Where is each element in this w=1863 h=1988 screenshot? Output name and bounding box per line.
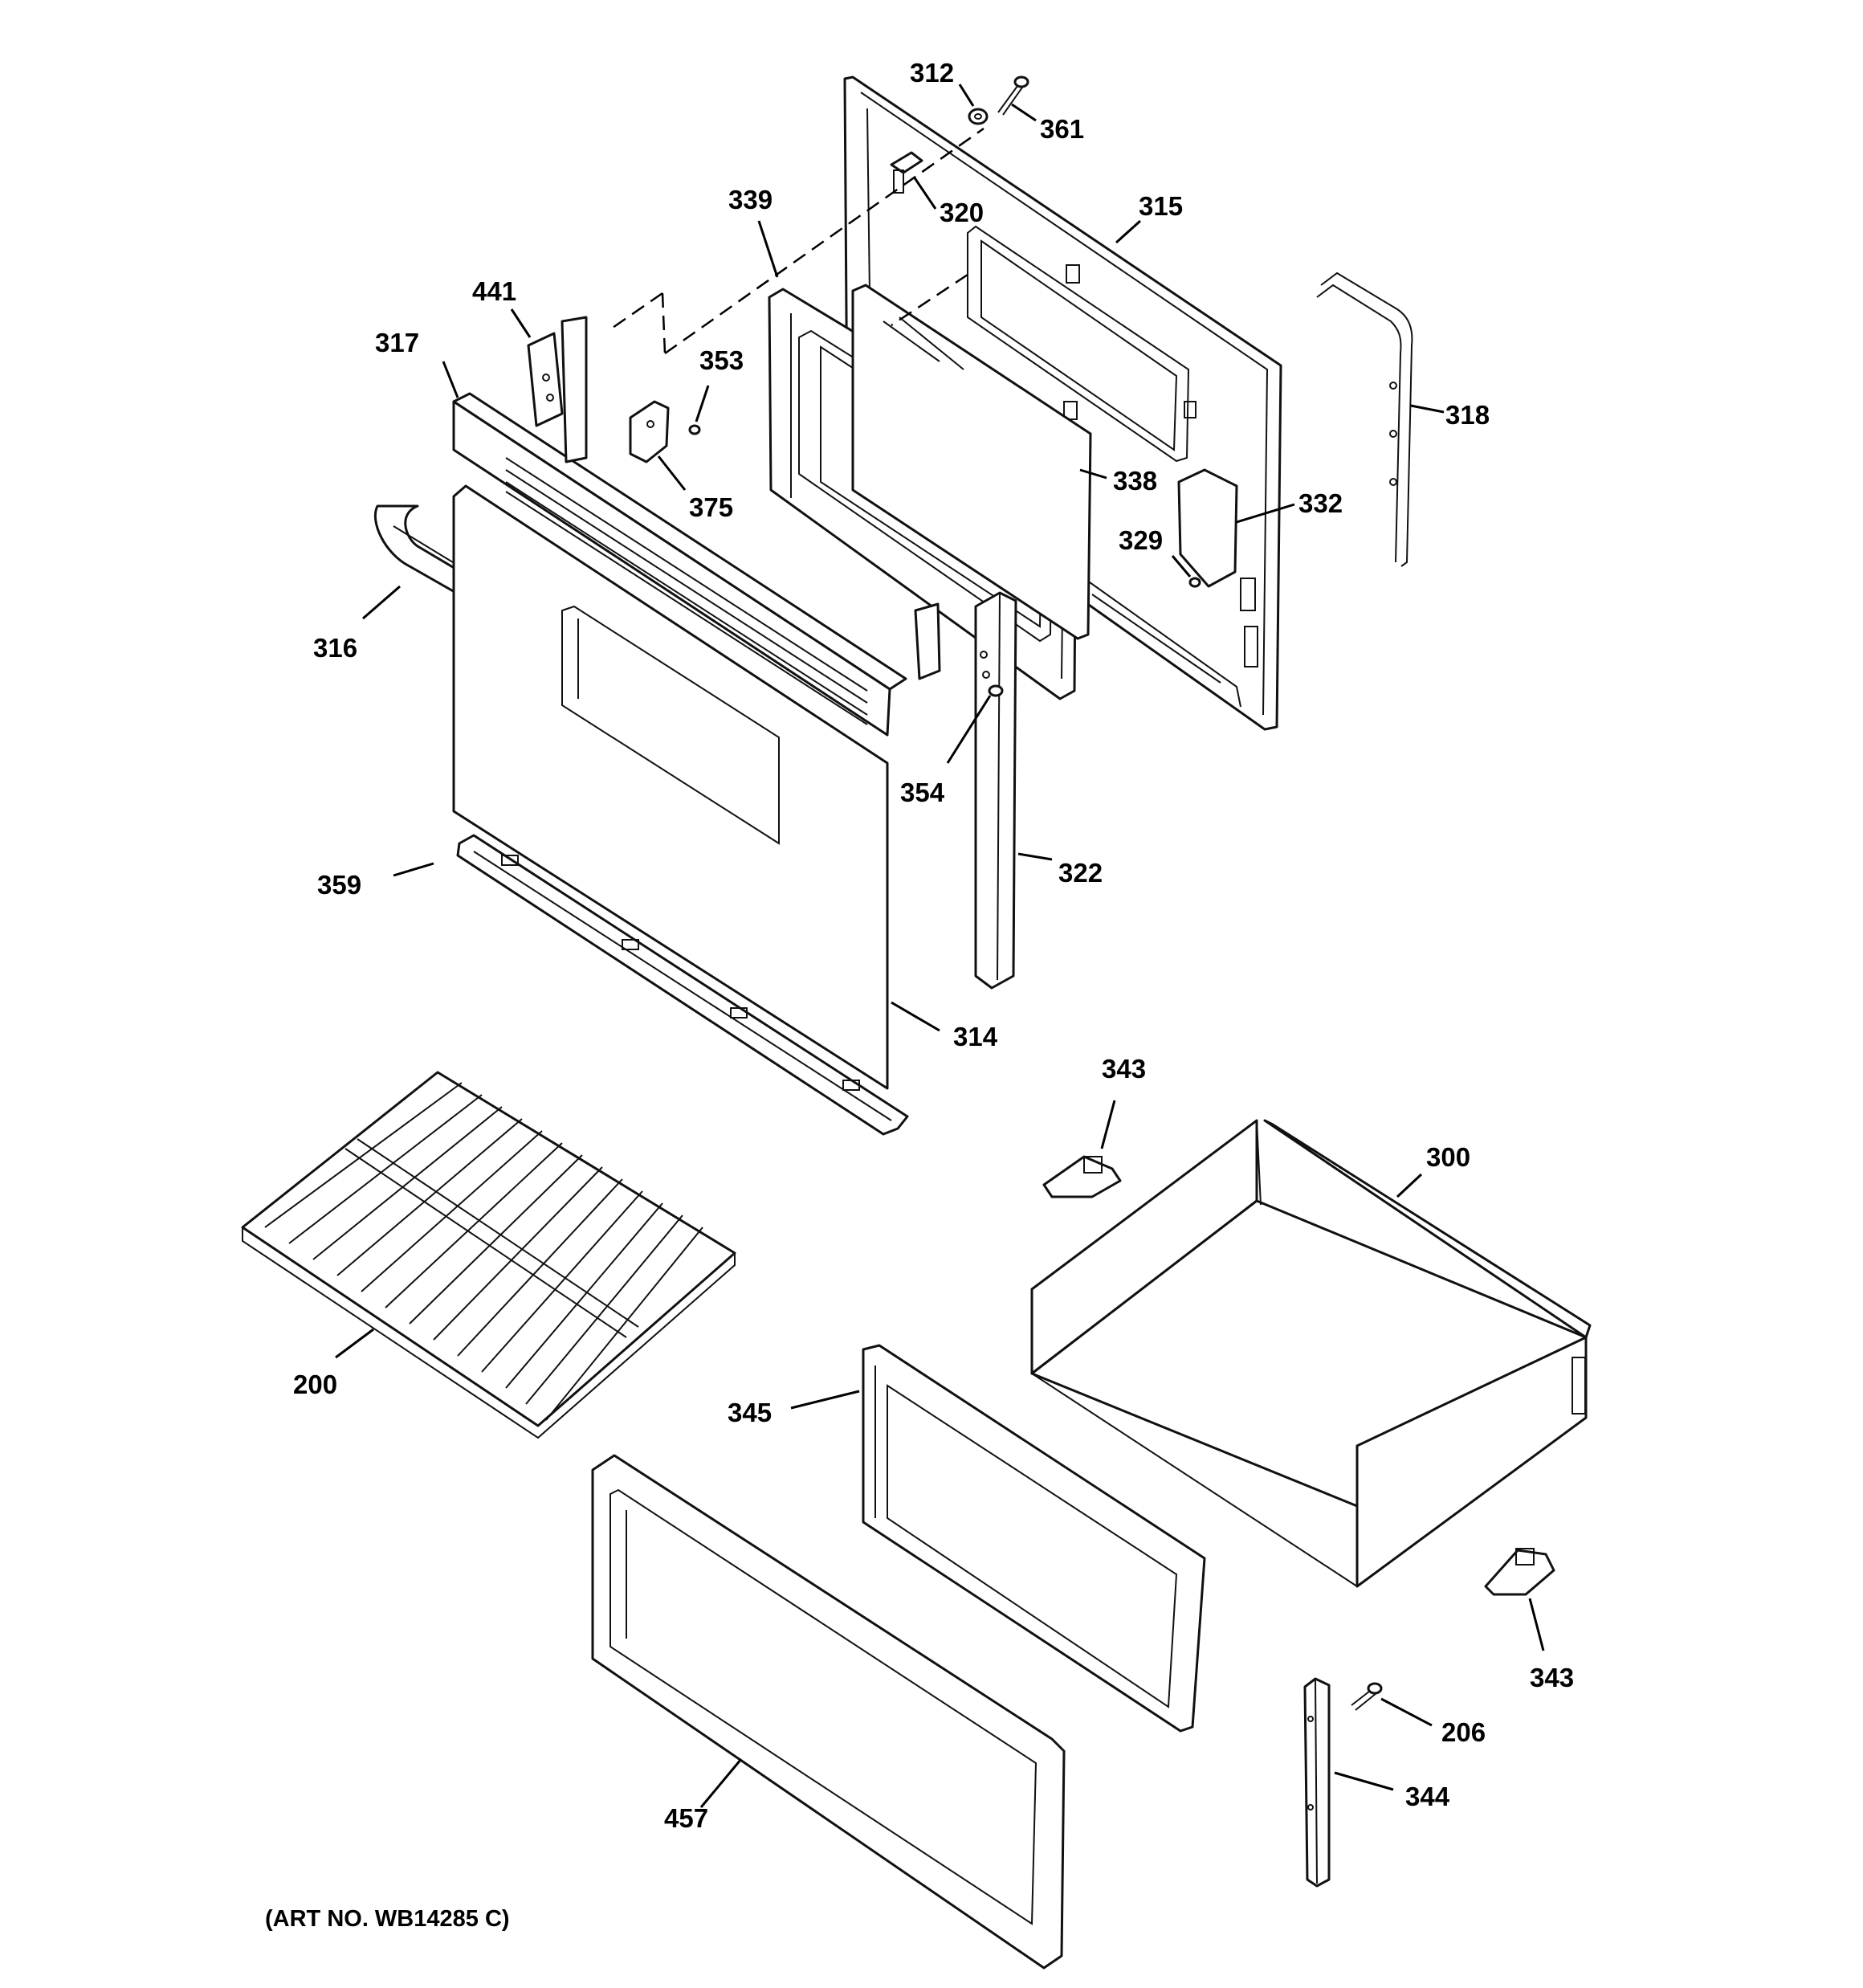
part-343-drawer-slide-upper <box>1042 1155 1122 1198</box>
label-318: 318 <box>1445 400 1490 430</box>
label-457: 457 <box>664 1803 708 1833</box>
label-441: 441 <box>472 276 516 306</box>
label-359: 359 <box>317 870 361 900</box>
part-number-labels: 312 361 320 315 339 441 353 317 375 338 … <box>293 58 1574 1833</box>
part-315-outer-door-panel <box>843 76 1282 731</box>
part-322-side-trim <box>914 591 1017 990</box>
part-206-screw <box>1351 1682 1383 1711</box>
part-300-drawer-body <box>1030 1119 1592 1588</box>
part-344-drawer-rail <box>1303 1677 1331 1888</box>
label-320: 320 <box>940 198 984 227</box>
part-332-insulation <box>1177 468 1238 588</box>
part-318-door-gasket <box>1316 271 1413 567</box>
label-312: 312 <box>910 58 954 88</box>
part-361-screw <box>997 76 1029 116</box>
label-315: 315 <box>1139 191 1183 221</box>
part-343-drawer-slide-lower <box>1484 1548 1555 1596</box>
part-354-screw <box>988 684 1004 697</box>
part-375-bracket <box>629 400 670 463</box>
label-206: 206 <box>1441 1717 1486 1747</box>
part-200-oven-rack <box>241 1071 736 1439</box>
part-320-hinge-clip <box>890 151 923 194</box>
part-329-screw <box>1188 577 1201 588</box>
part-312-washer <box>968 108 989 125</box>
label-332: 332 <box>1298 488 1343 518</box>
part-345-drawer-liner <box>862 1344 1206 1733</box>
label-343a: 343 <box>1102 1054 1146 1084</box>
part-359-bottom-trim <box>456 834 909 1136</box>
label-317: 317 <box>375 328 419 357</box>
label-375: 375 <box>689 492 733 522</box>
label-316: 316 <box>313 633 357 663</box>
label-345: 345 <box>728 1398 772 1427</box>
label-322: 322 <box>1058 858 1103 888</box>
part-338-door-glass <box>851 284 1092 640</box>
label-361: 361 <box>1040 114 1084 144</box>
part-317-vent-trim <box>452 392 907 737</box>
part-441-hinge-bracket <box>527 316 588 463</box>
label-344: 344 <box>1405 1782 1450 1811</box>
label-354: 354 <box>900 778 945 807</box>
label-200: 200 <box>293 1370 337 1399</box>
label-338: 338 <box>1113 466 1157 496</box>
part-314-door-front-panel <box>452 484 889 1090</box>
label-343b: 343 <box>1530 1663 1574 1692</box>
art-number-caption: (ART NO. WB14285 C) <box>265 1906 510 1932</box>
label-314: 314 <box>953 1022 998 1051</box>
leader-lines <box>335 84 1545 1808</box>
label-339: 339 <box>728 185 773 214</box>
label-353: 353 <box>699 345 744 375</box>
part-457-drawer-front-panel <box>591 1454 1066 1970</box>
label-300: 300 <box>1426 1142 1470 1172</box>
part-353-screw <box>688 424 701 435</box>
label-329: 329 <box>1119 525 1163 555</box>
alignment-lines <box>609 127 984 355</box>
